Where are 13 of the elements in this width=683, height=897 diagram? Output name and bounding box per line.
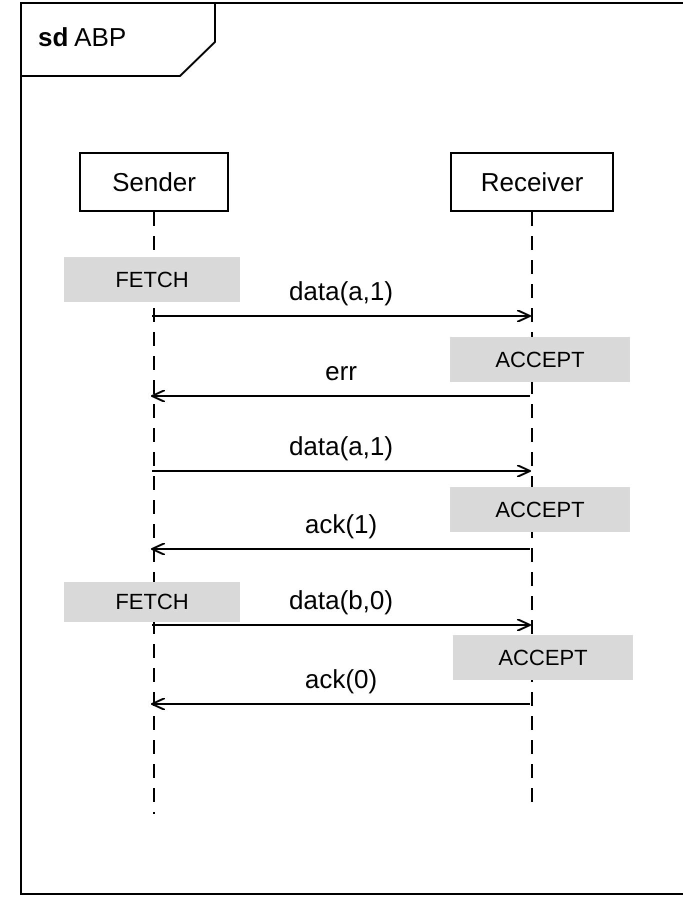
frame (20, 2, 683, 895)
state-label: FETCH (64, 582, 240, 622)
frame-title: sd ABP (38, 22, 126, 52)
message-arrow (152, 464, 531, 478)
message-arrow (151, 389, 530, 403)
message-arrow (151, 697, 530, 711)
state-label: FETCH (64, 257, 240, 302)
message-arrow (152, 309, 531, 323)
state-label: ACCEPT (450, 487, 630, 532)
message-arrow (151, 542, 530, 556)
message-arrow (152, 618, 531, 632)
state-label: ACCEPT (450, 337, 630, 382)
state-label: ACCEPT (453, 635, 633, 680)
